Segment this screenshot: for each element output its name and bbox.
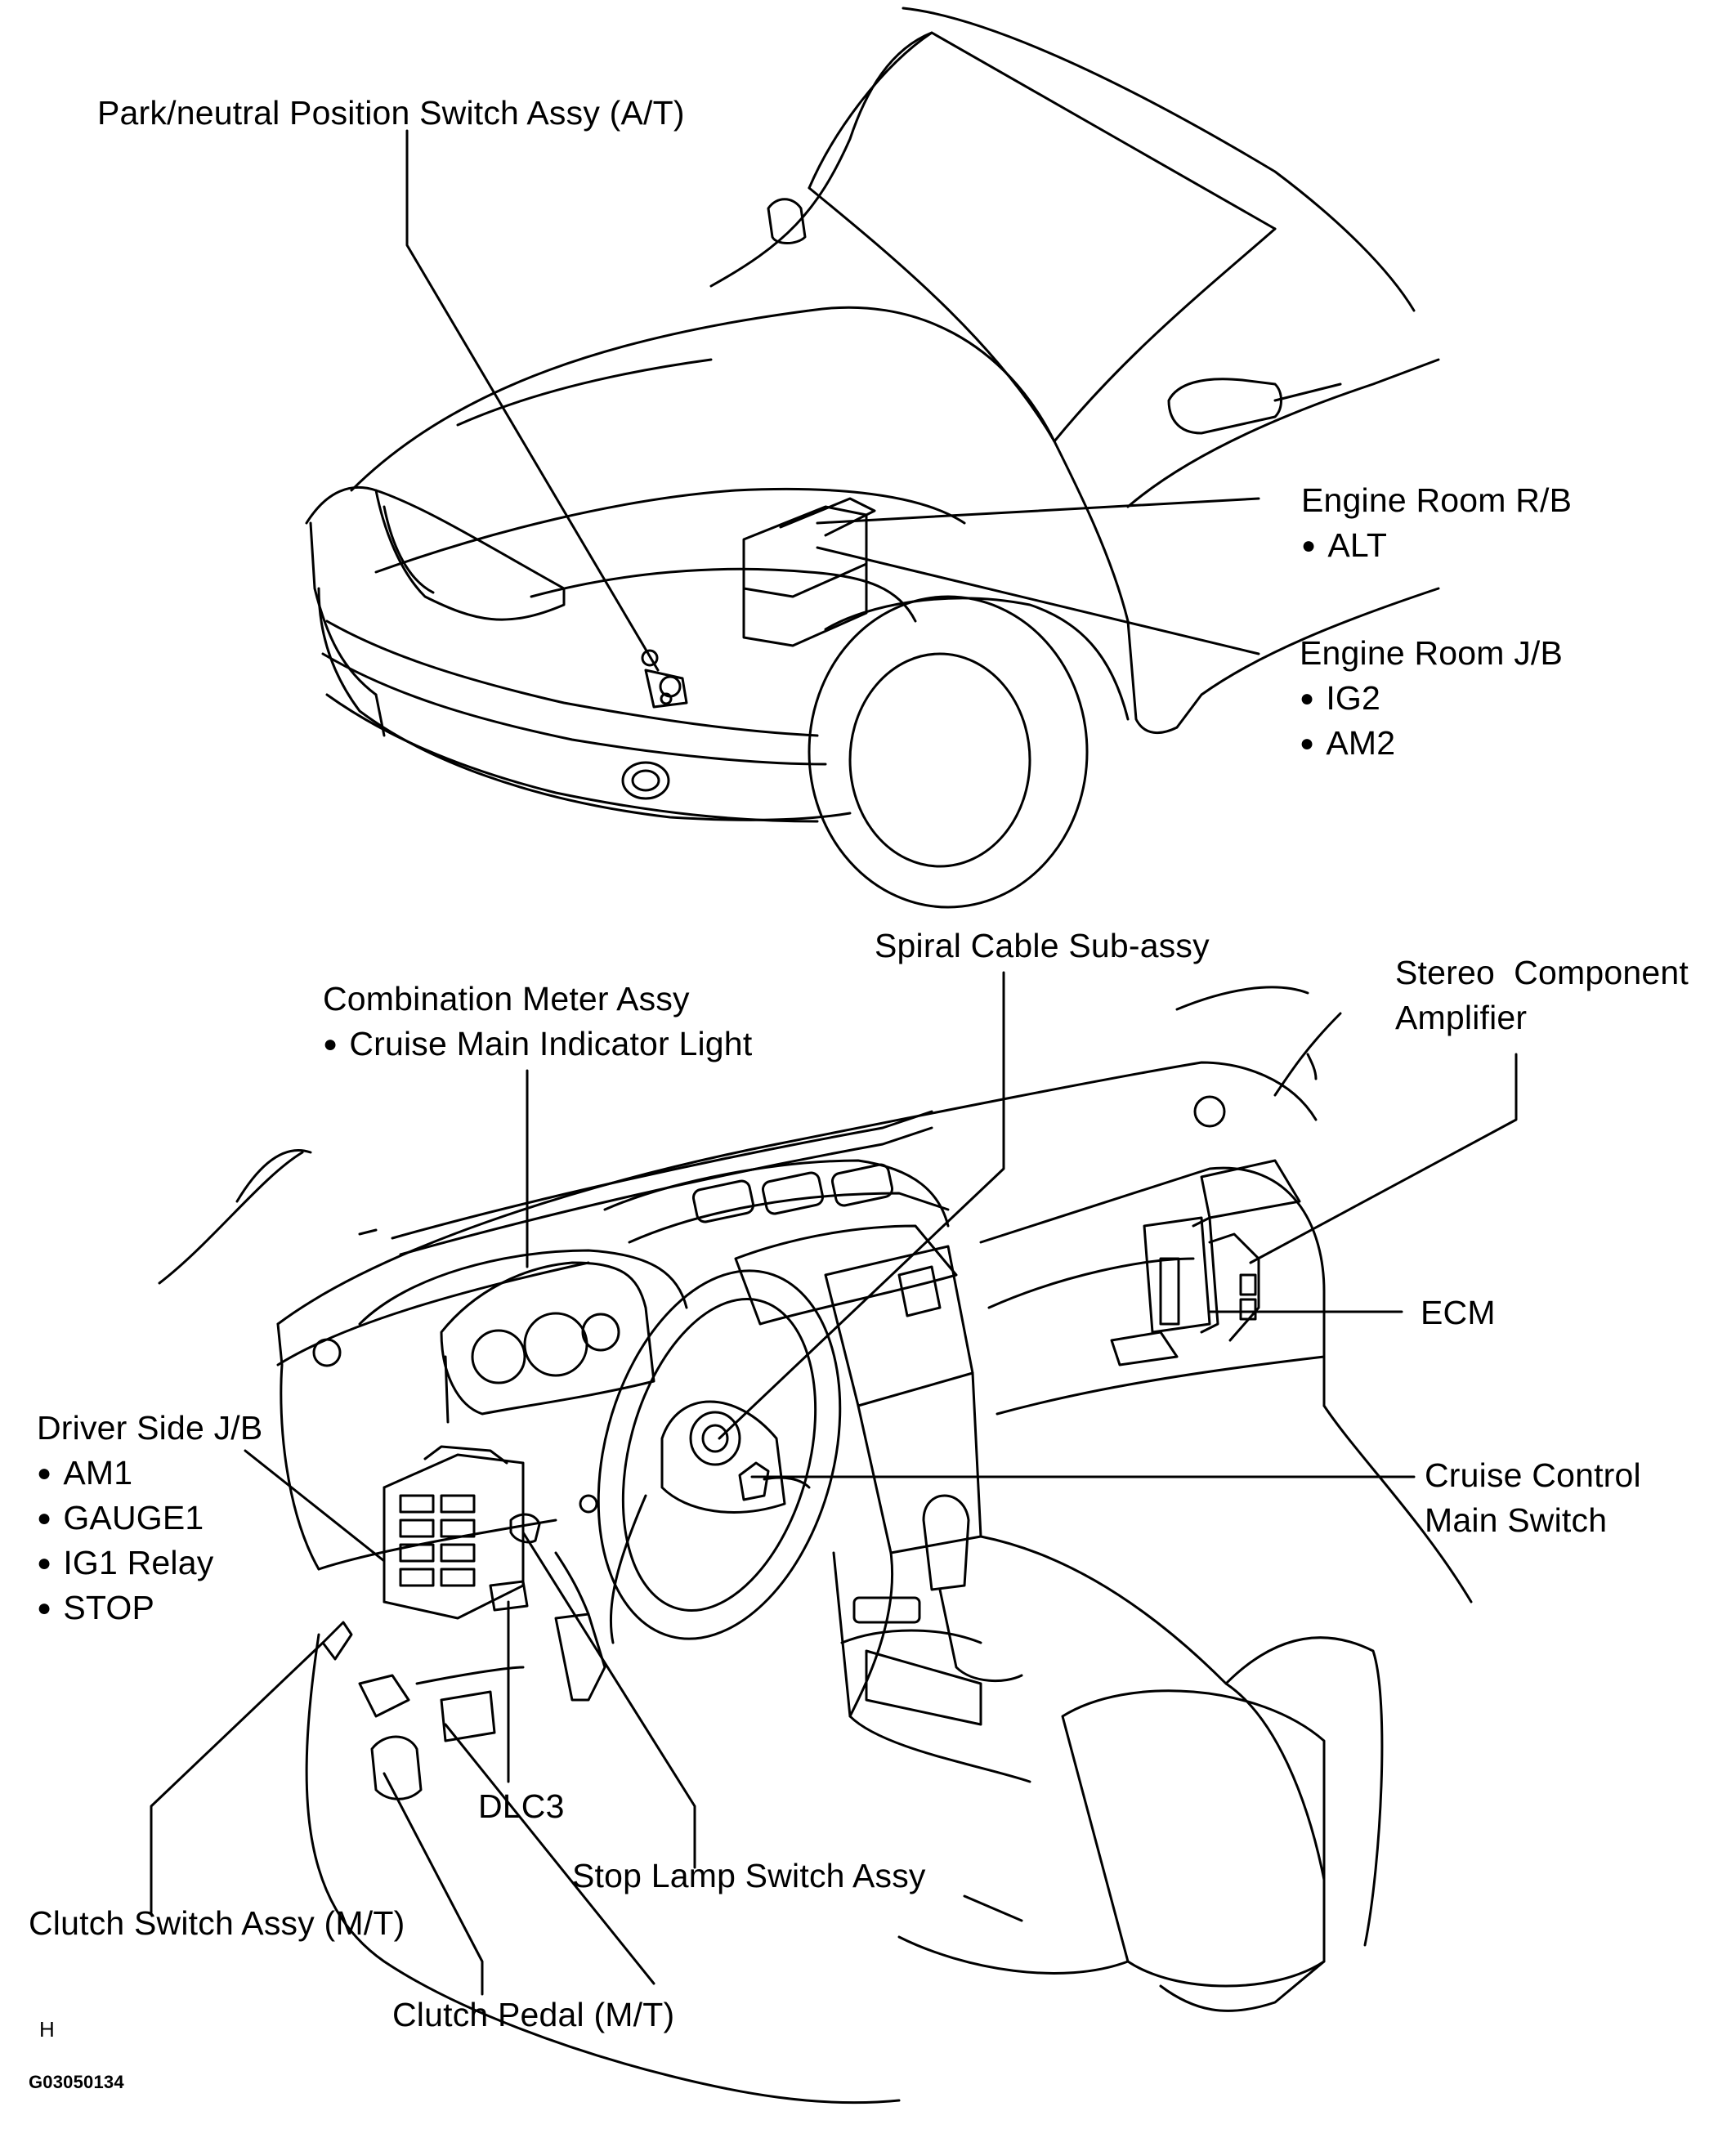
driver-side-jb-title: Driver Side J/B	[37, 1409, 263, 1447]
label-cruise-control-main-switch: Cruise Control Main Switch	[1425, 1459, 1641, 1549]
engine-room-jb-item-ig2: IG2	[1300, 682, 1563, 715]
label-engine-room-rb: Engine Room R/B ALT	[1301, 484, 1572, 574]
label-stop-lamp-switch-assy: Stop Lamp Switch Assy	[572, 1857, 926, 1894]
label-combination-meter-assy: Combination Meter Assy Cruise Main Indic…	[323, 982, 752, 1072]
label-clutch-switch-assy: Clutch Switch Assy (M/T)	[29, 1904, 405, 1942]
engine-room-jb-item-am2: AM2	[1300, 727, 1563, 760]
combination-meter-title: Combination Meter Assy	[323, 980, 690, 1018]
cruise-control-line1: Cruise Control	[1425, 1456, 1641, 1494]
cruise-control-line2: Main Switch	[1425, 1501, 1608, 1539]
label-engine-room-jb: Engine Room J/B IG2 AM2	[1300, 637, 1563, 772]
driver-side-jb-item-gauge1: GAUGE1	[37, 1501, 262, 1535]
label-driver-side-jb: Driver Side J/B AM1 GAUGE1 IG1 Relay STO…	[37, 1411, 262, 1636]
label-ecm: ECM	[1421, 1294, 1496, 1331]
car-exterior-illustration	[305, 7, 1440, 909]
driver-side-jb-item-stop: STOP	[37, 1591, 262, 1625]
label-spiral-cable-sub-assy: Spiral Cable Sub-assy	[875, 927, 1210, 964]
label-dlc3: DLC3	[478, 1787, 565, 1825]
label-park-neutral-position-switch: Park/neutral Position Switch Assy (A/T)	[97, 94, 685, 132]
engine-room-jb-title: Engine Room J/B	[1300, 634, 1564, 672]
label-stereo-component-amplifier: Stereo Component Amplifier	[1395, 956, 1689, 1046]
figure-code: G03050134	[29, 2072, 124, 2092]
leader-lines	[150, 129, 1518, 1996]
interior-dashboard-illustration	[158, 986, 1473, 2105]
driver-side-jb-item-ig1-relay: IG1 Relay	[37, 1546, 262, 1580]
driver-side-jb-item-am1: AM1	[37, 1456, 262, 1490]
stereo-amp-line2: Amplifier	[1395, 999, 1528, 1036]
label-clutch-pedal: Clutch Pedal (M/T)	[392, 1996, 675, 2033]
combination-meter-item-cruise-indicator: Cruise Main Indicator Light	[323, 1027, 752, 1061]
engine-room-rb-title: Engine Room R/B	[1301, 481, 1573, 519]
stereo-amp-line1: Stereo Component	[1395, 954, 1689, 991]
engine-room-rb-item-alt: ALT	[1301, 529, 1572, 562]
view-letter: H	[39, 2017, 55, 2042]
